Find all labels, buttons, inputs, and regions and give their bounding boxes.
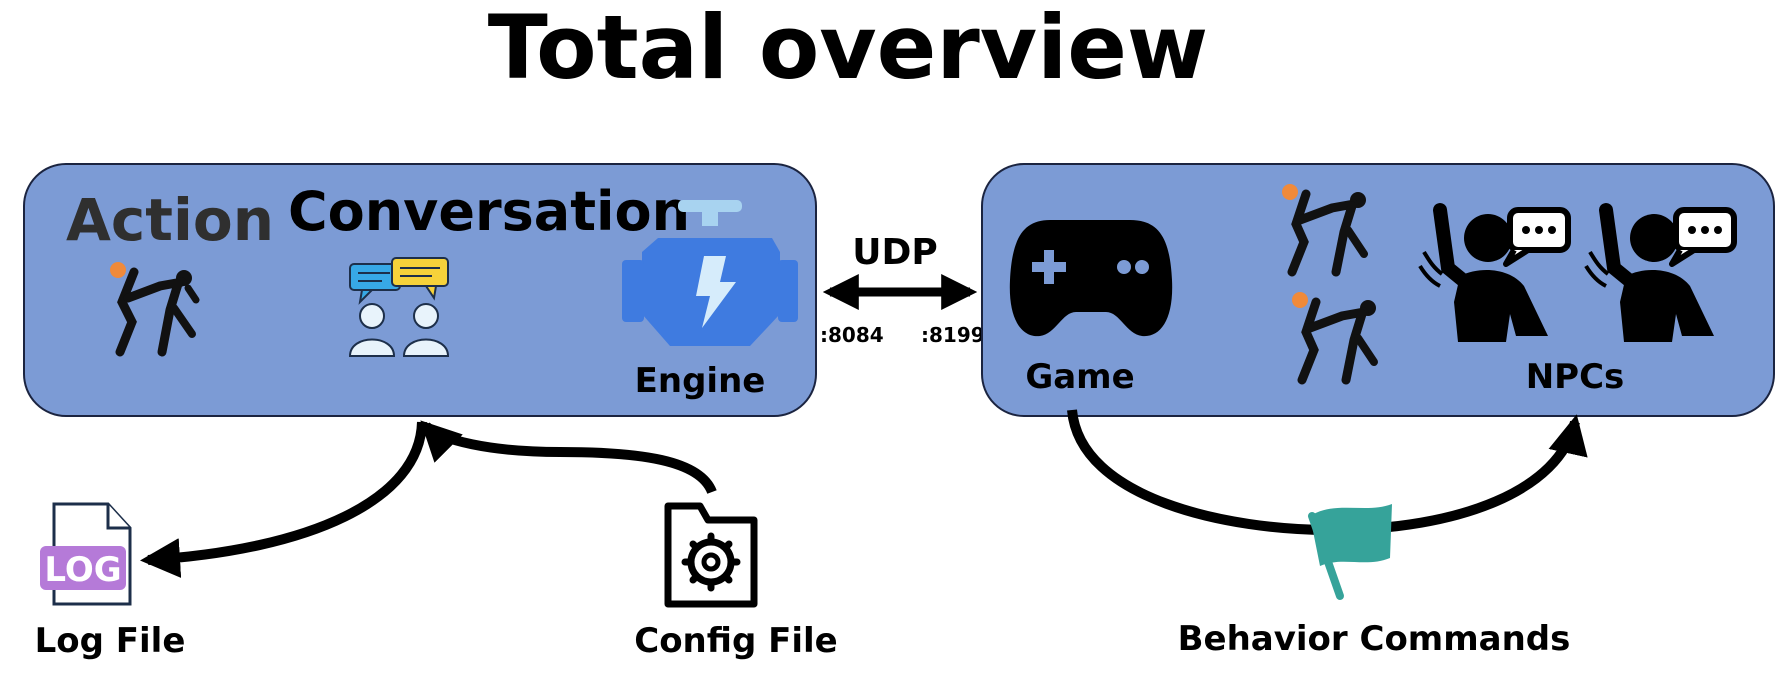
log-file-icon: LOG [40, 502, 132, 606]
flag-icon [1308, 504, 1392, 600]
config-file-label: Config File [634, 621, 838, 661]
npcs-label: NPCs [1526, 357, 1625, 397]
conversation-icon [348, 257, 450, 357]
kick-fight-icon [1292, 292, 1378, 385]
npc-speaking-icon [1584, 203, 1737, 342]
log-badge-text: LOG [44, 550, 121, 590]
gamepad-icon [1009, 220, 1173, 337]
conversation-label: Conversation [288, 180, 690, 243]
engine-label: Engine [635, 361, 766, 401]
right-port-label: :8199 [921, 323, 985, 347]
kick-fight-icon [1282, 184, 1368, 277]
kick-fight-icon [110, 262, 200, 357]
config-to-engine-arrow [420, 420, 717, 495]
log-file-label: Log File [35, 621, 186, 661]
engine-icon [622, 200, 798, 346]
udp-label: UDP [852, 232, 938, 273]
action-label: Action [66, 186, 274, 254]
config-file-icon [664, 502, 758, 608]
engine-box [23, 163, 817, 417]
engine-to-log-arrow [140, 421, 427, 578]
page-title: Total overview [488, 0, 1208, 99]
game-box [981, 163, 1775, 417]
game-label: Game [1025, 357, 1134, 397]
npc-speaking-icon [1418, 203, 1571, 342]
left-port-label: :8084 [820, 323, 884, 347]
behavior-commands-label: Behavior Commands [1178, 619, 1571, 659]
